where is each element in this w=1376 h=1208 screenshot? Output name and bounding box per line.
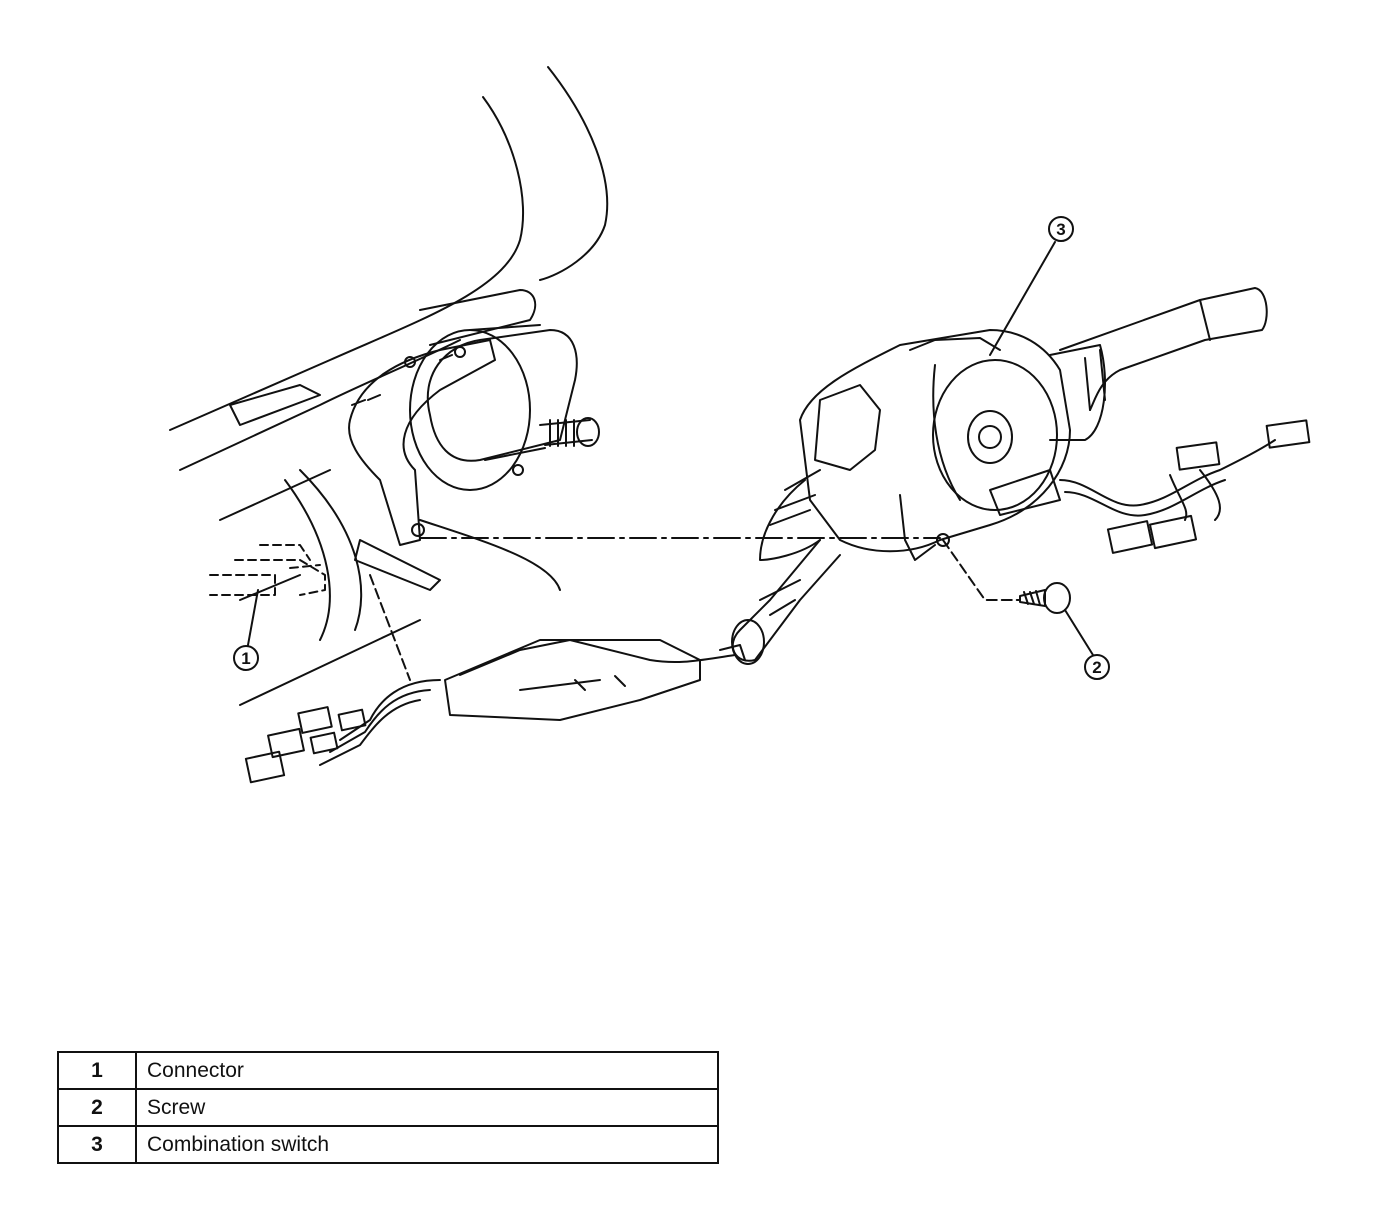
callout-2: 2 — [1084, 654, 1110, 680]
screw-guide-line — [942, 539, 1021, 601]
screw — [1019, 582, 1071, 614]
legend-row: 3 Combination switch — [57, 1125, 719, 1164]
steering-column — [348, 324, 600, 591]
callout-3-number: 3 — [1056, 220, 1065, 239]
dashed-connector-socket — [209, 544, 326, 596]
dashboard-outline — [169, 66, 609, 706]
legend-row: 2 Screw — [57, 1088, 719, 1127]
connector-guide-line — [369, 574, 411, 681]
parts-legend-table: 1 Connector 2 Screw 3 Combination switch — [57, 1051, 719, 1164]
callout-3: 3 — [1048, 216, 1074, 242]
callout-leader-1 — [247, 589, 259, 646]
callout-1-number: 1 — [241, 649, 250, 668]
legend-label: Combination switch — [135, 1125, 719, 1164]
legend-row: 1 Connector — [57, 1051, 719, 1090]
callout-leader-2 — [1064, 609, 1094, 656]
legend-number: 2 — [57, 1088, 137, 1127]
combination-switch — [731, 287, 1268, 665]
legend-label: Connector — [135, 1051, 719, 1090]
combination-switch-exploded-diagram: 1 2 3 — [169, 66, 1311, 784]
legend-label: Screw — [135, 1088, 719, 1127]
legend-number: 1 — [57, 1051, 137, 1090]
lower-harness — [244, 639, 746, 784]
callout-2-number: 2 — [1092, 658, 1101, 677]
right-harness — [1059, 419, 1311, 554]
legend-number: 3 — [57, 1125, 137, 1164]
callout-leader-3 — [989, 241, 1056, 356]
callout-1: 1 — [233, 645, 259, 671]
